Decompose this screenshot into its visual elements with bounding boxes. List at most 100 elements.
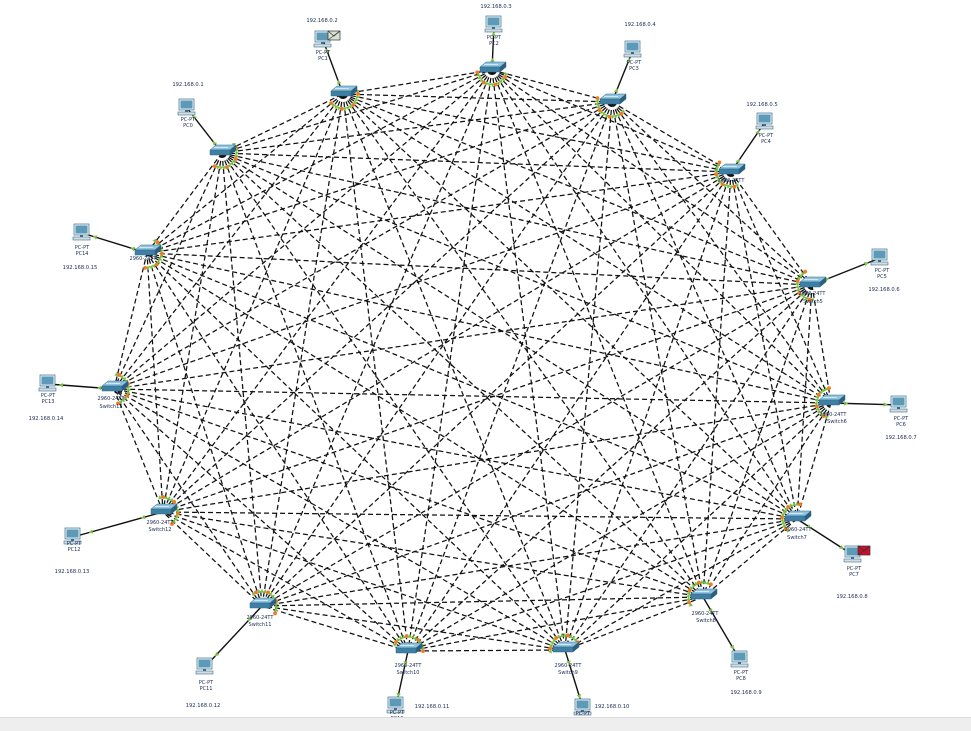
switch-icon[interactable] — [599, 93, 627, 105]
switch-icon[interactable] — [479, 61, 507, 73]
trunk-link — [342, 93, 813, 286]
switch-side-face — [121, 380, 129, 392]
pc-icon[interactable] — [870, 248, 889, 266]
switch-icon[interactable] — [150, 503, 178, 515]
port-blocking-marker — [416, 638, 421, 642]
pc-stand — [185, 110, 188, 112]
port-up-marker — [801, 271, 806, 276]
switch-name-label: Switch7 — [787, 535, 807, 541]
port-up-marker — [568, 634, 573, 639]
trunk-link — [162, 511, 704, 598]
pc-ip-label: 192.168.0.1 — [172, 82, 203, 88]
port-up-marker — [602, 112, 607, 117]
port-blocking-marker — [687, 600, 691, 605]
trunk-link — [702, 518, 798, 598]
port-blocking-marker — [821, 414, 826, 418]
port-up-marker — [498, 79, 503, 84]
pc-icon[interactable] — [484, 15, 503, 33]
switch-icon[interactable] — [134, 244, 162, 256]
pc-icon[interactable] — [72, 223, 91, 241]
pc-icon[interactable] — [177, 98, 196, 116]
switch-side-face — [350, 85, 358, 97]
pc-icon[interactable] — [730, 650, 749, 668]
pc-keyboard — [313, 43, 332, 48]
port-up-marker — [252, 591, 256, 597]
port-up-marker — [824, 386, 829, 392]
access-port-marker — [337, 79, 342, 85]
pc-name-label: PC5 — [877, 274, 887, 280]
port-up-marker — [114, 372, 119, 377]
pc-icon[interactable] — [623, 40, 642, 58]
pc-icon[interactable] — [755, 112, 774, 130]
trunk-link — [162, 101, 613, 513]
trunk-link — [564, 518, 798, 651]
port-up-marker — [780, 512, 785, 517]
trunk-link — [113, 284, 813, 390]
switch-icon[interactable] — [249, 597, 277, 609]
pc-icon[interactable] — [889, 395, 908, 413]
pc-ip-label: 192.168.0.10 — [595, 704, 630, 710]
port-up-marker — [355, 94, 360, 99]
trunk-link — [113, 69, 493, 390]
switch-front-face — [330, 90, 352, 97]
switch-front-face — [818, 399, 840, 406]
pc-screen — [758, 114, 771, 123]
switch-name-label: Switch13 — [100, 404, 123, 410]
trunk-link — [261, 402, 832, 607]
pc-icon[interactable] — [38, 374, 57, 392]
switch-icon[interactable] — [690, 588, 718, 600]
port-up-marker — [120, 398, 125, 403]
port-up-marker — [218, 166, 223, 171]
trunk-link — [221, 93, 344, 154]
trunk-link — [113, 388, 566, 651]
pc-model-label: PC-PT — [67, 541, 82, 547]
switch-side-face — [229, 144, 237, 156]
pc-icon[interactable] — [573, 698, 592, 716]
pc-icon[interactable] — [313, 30, 341, 48]
port-up-marker — [822, 388, 826, 393]
switch-name-label: Switch5 — [803, 299, 823, 305]
trunk-link — [702, 284, 813, 598]
trunk-link — [491, 69, 832, 404]
pc-icon[interactable] — [63, 527, 82, 545]
switch-icon[interactable] — [395, 642, 423, 654]
port-up-marker — [158, 257, 163, 261]
trunk-link — [113, 388, 832, 404]
switch-icon[interactable] — [799, 276, 827, 288]
switch-icon[interactable] — [784, 510, 812, 522]
switch-icon[interactable] — [818, 394, 846, 406]
trunk-link — [407, 518, 798, 652]
pc-icon[interactable] — [195, 657, 214, 675]
port-up-marker — [342, 107, 347, 112]
switch-front-face — [599, 98, 621, 105]
pc-keyboard — [63, 540, 82, 545]
switch-side-face — [738, 163, 746, 175]
pc-icon[interactable] — [843, 545, 871, 563]
port-up-marker — [392, 643, 397, 648]
port-up-marker — [686, 591, 691, 596]
trunk-link — [407, 101, 613, 652]
port-blocking-marker — [807, 297, 812, 302]
pc-model-label: PC-PT — [390, 710, 405, 716]
pc-icon[interactable] — [386, 696, 405, 714]
switch-icon[interactable] — [101, 380, 129, 392]
trunk-link — [564, 171, 732, 651]
port-up-marker — [734, 183, 739, 188]
trunk-link — [146, 93, 344, 254]
switch-icon[interactable] — [552, 641, 580, 653]
trunk-link — [702, 402, 832, 598]
trunk-link — [407, 402, 832, 652]
port-up-marker — [610, 115, 615, 120]
switch-icon[interactable] — [209, 144, 237, 156]
switch-icon[interactable] — [330, 85, 358, 97]
port-blocking-marker — [795, 279, 800, 283]
port-up-marker — [216, 165, 221, 170]
pc-stand — [80, 235, 83, 237]
switch-front-face — [134, 249, 156, 256]
trunk-link — [811, 284, 832, 404]
switch-side-face — [619, 93, 627, 105]
switch-model-label: 2960-24TT — [130, 256, 158, 262]
switch-icon[interactable] — [718, 163, 746, 175]
port-up-marker — [118, 399, 122, 405]
